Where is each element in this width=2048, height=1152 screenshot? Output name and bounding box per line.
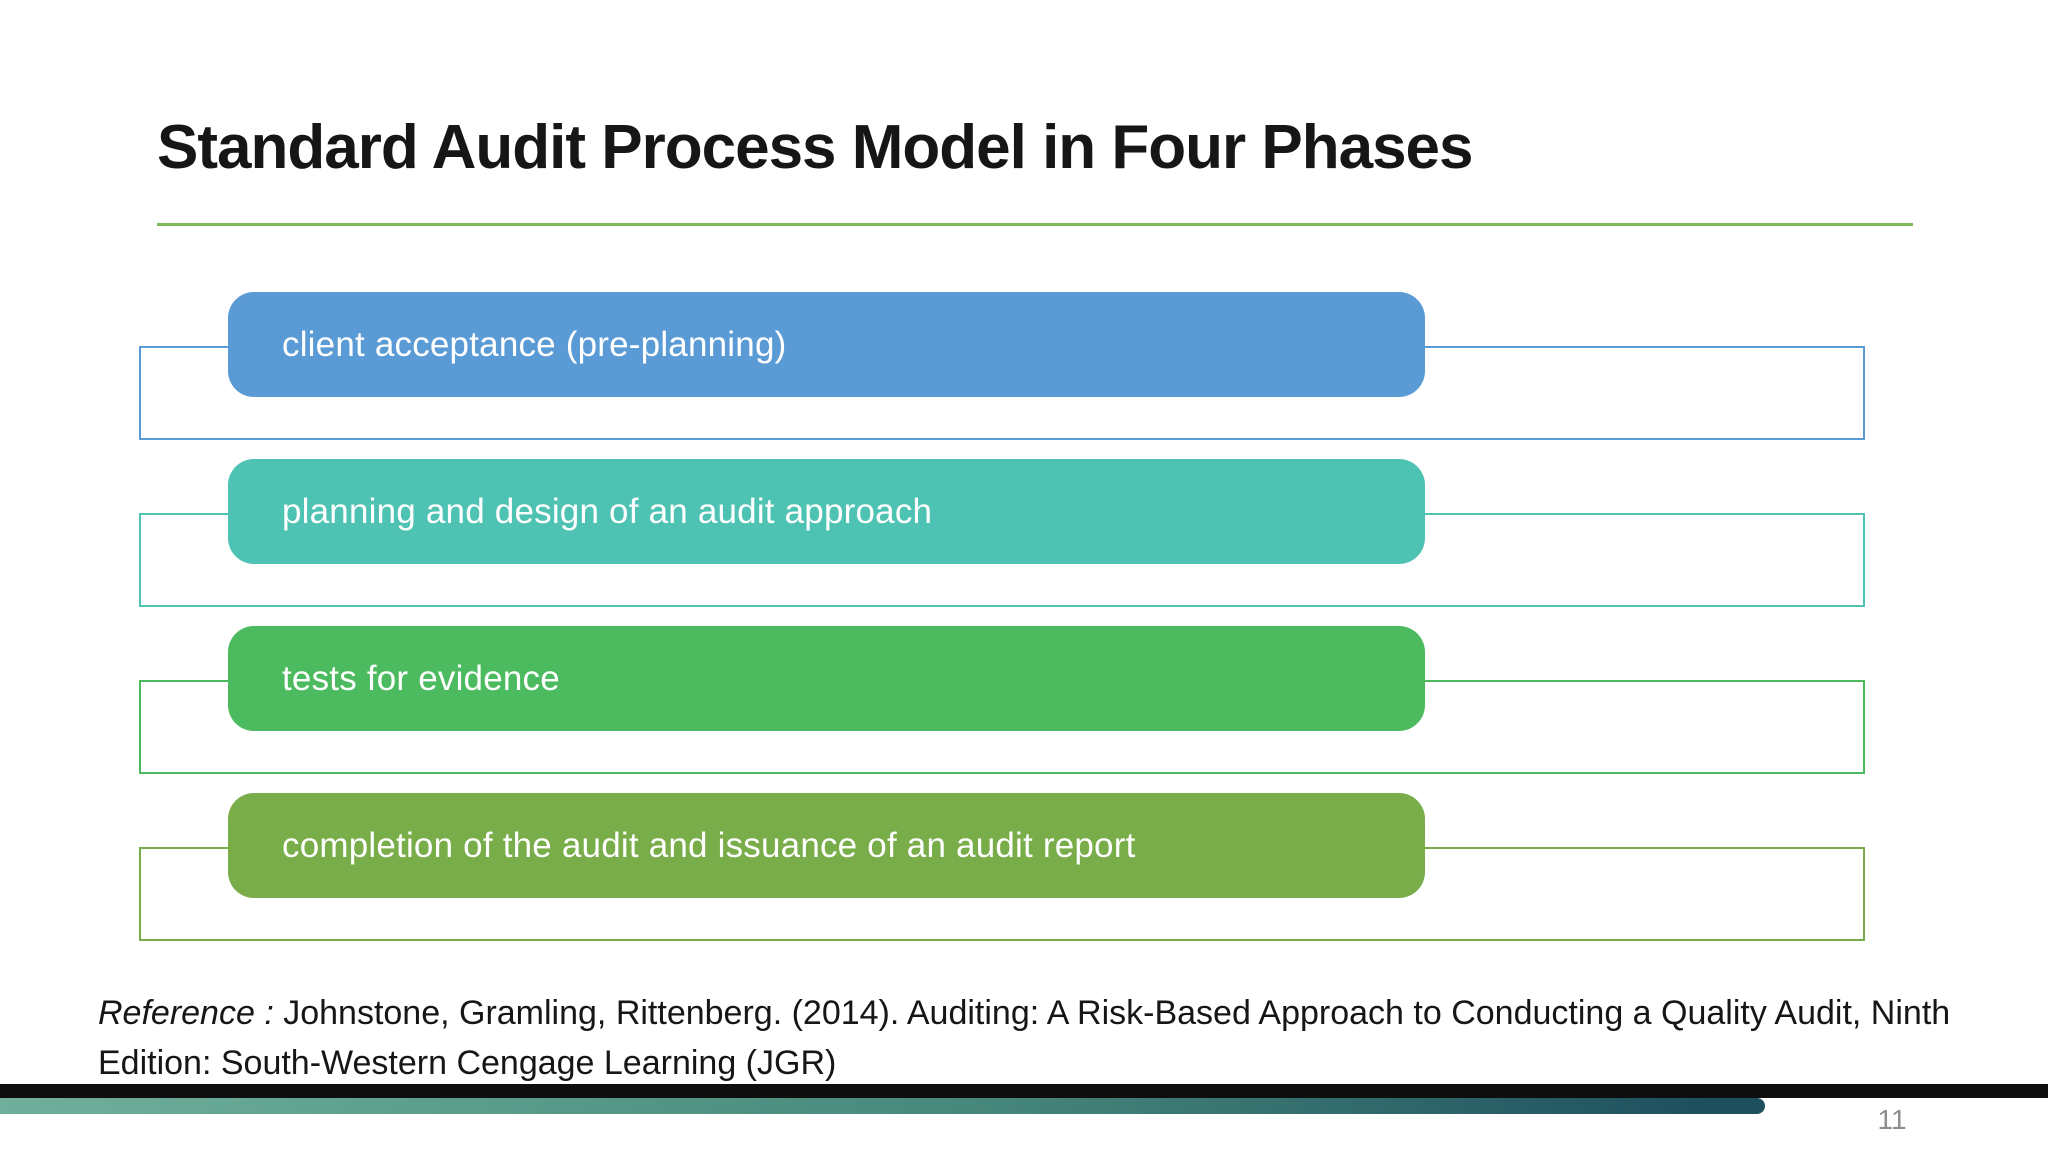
phase-pill-completion-report: completion of the audit and issuance of … (228, 793, 1425, 898)
phase-diagram: client acceptance (pre-planning) plannin… (0, 292, 2048, 960)
reference-citation: Reference : Johnstone, Gramling, Rittenb… (98, 988, 1978, 1088)
footer-teal-gradient-bar (0, 1098, 1765, 1114)
phase-pill-planning-design: planning and design of an audit approach (228, 459, 1425, 564)
reference-label: Reference : (98, 994, 274, 1032)
page-title: Standard Audit Process Model in Four Pha… (157, 113, 1474, 182)
title-underline (157, 223, 1913, 226)
phase-row-1: client acceptance (pre-planning) (0, 292, 2048, 459)
phase-row-2: planning and design of an audit approach (0, 459, 2048, 626)
phase-pill-tests-evidence: tests for evidence (228, 626, 1425, 731)
phase-row-3: tests for evidence (0, 626, 2048, 793)
phase-row-4: completion of the audit and issuance of … (0, 793, 2048, 960)
phase-pill-client-acceptance: client acceptance (pre-planning) (228, 292, 1425, 397)
footer-black-bar (0, 1084, 2048, 1098)
reference-text: Johnstone, Gramling, Rittenberg. (2014).… (98, 994, 1951, 1082)
page-number: 11 (1877, 1104, 1907, 1135)
